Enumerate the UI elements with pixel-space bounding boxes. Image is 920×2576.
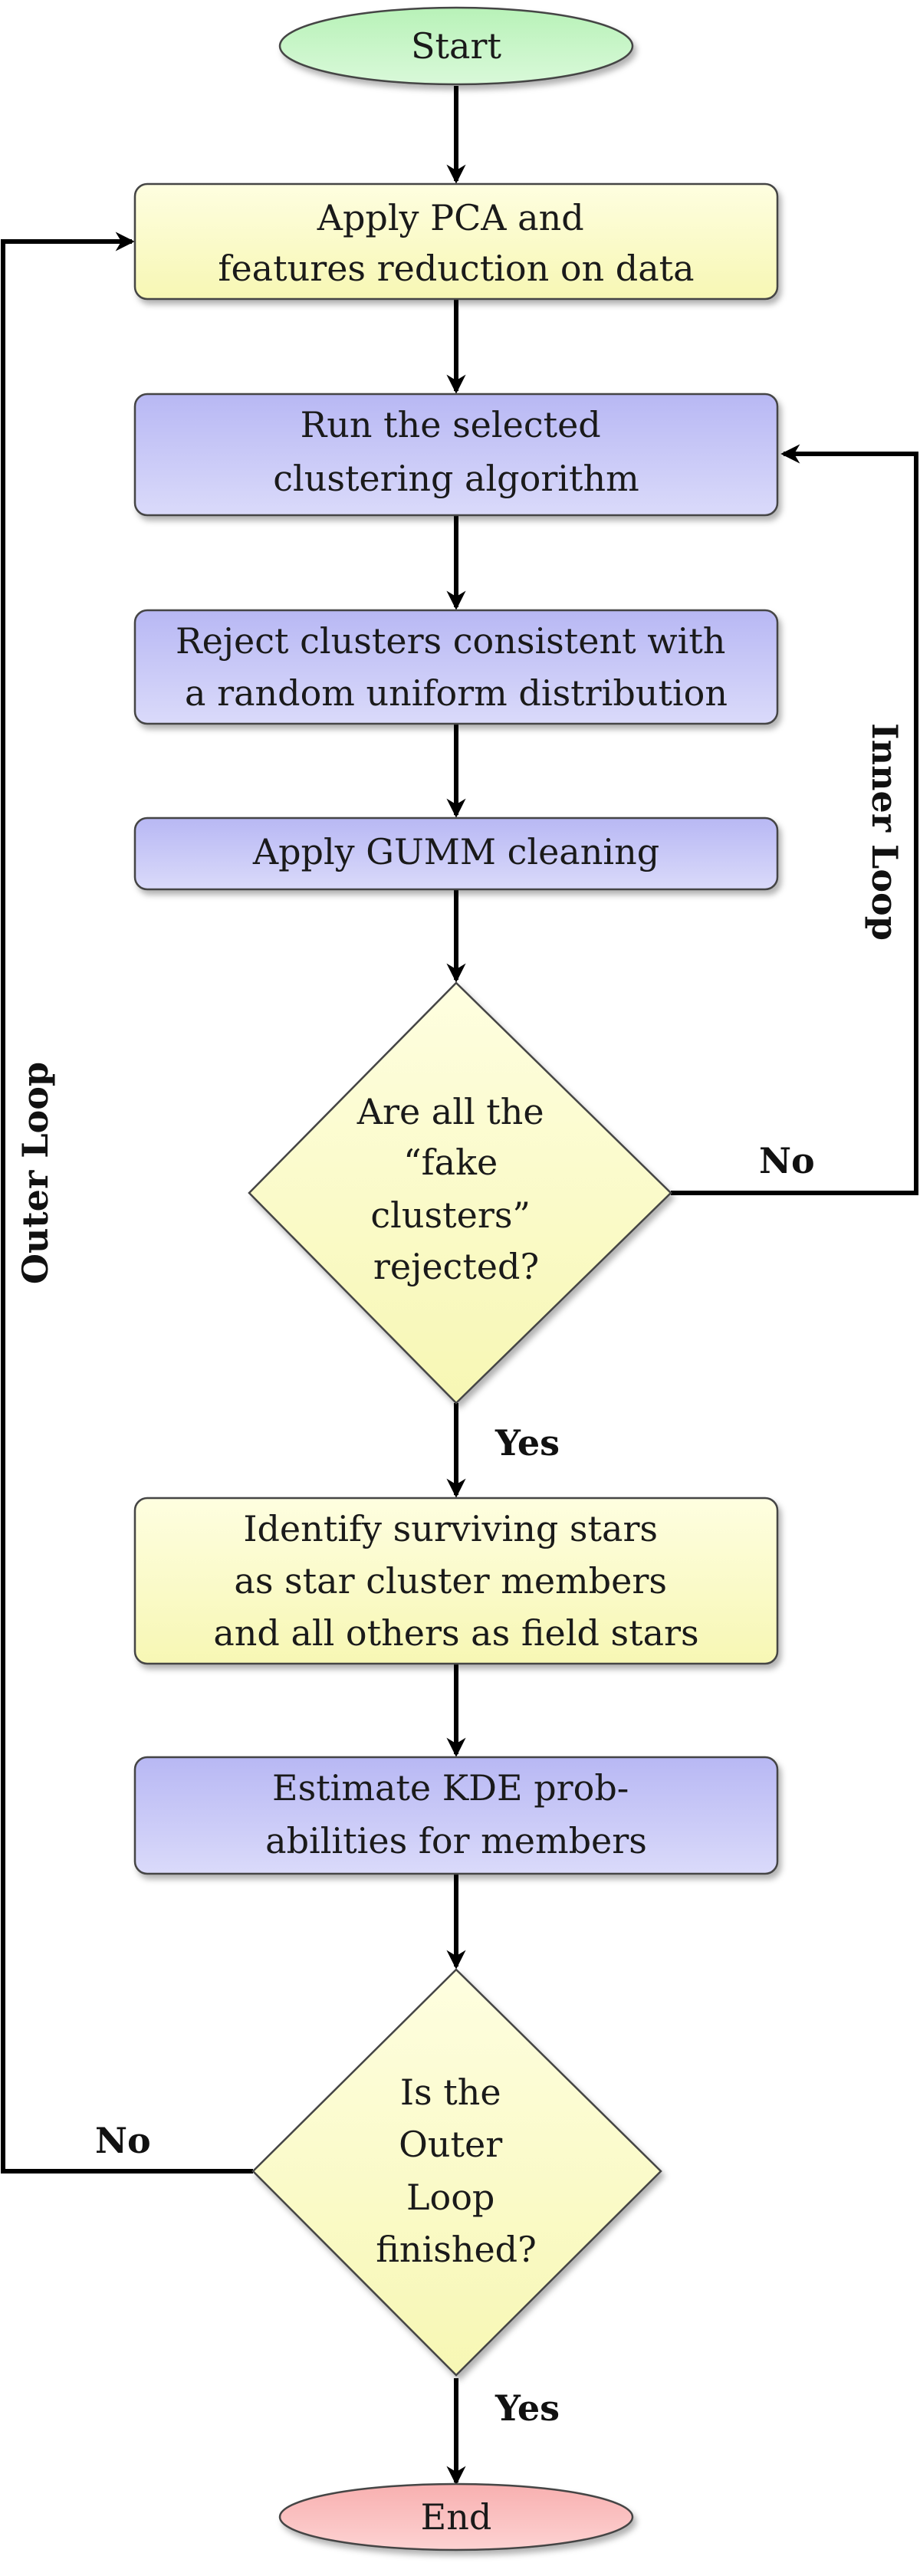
outer-loop-decision-label: Is the Outer Loop finished? — [376, 2072, 537, 2270]
kde-probabilities-label: Estimate KDE prob- abilities for members — [265, 1767, 647, 1861]
fake-no-label: No — [759, 1140, 815, 1181]
outer-no-label: No — [95, 2120, 151, 2161]
identify-members-step — [133, 1497, 779, 1665]
fake-clusters-decision-line: Are all the — [356, 1091, 544, 1132]
end-label: End — [421, 2496, 492, 2538]
fake-clusters-decision — [248, 981, 672, 1405]
start-label-line: Start — [411, 25, 501, 67]
outer-loop-decision — [251, 1968, 662, 2377]
kde-probabilities-step — [133, 1756, 779, 1875]
outer-loop-decision-line: Outer — [399, 2124, 502, 2165]
fake-clusters-decision-line: rejected? — [373, 1246, 539, 1287]
fake-yes-label: Yes — [495, 1422, 560, 1464]
gumm-cleaning-step — [133, 816, 779, 891]
kde-probabilities-label-line: abilities for members — [265, 1820, 647, 1861]
edges — [1, 86, 918, 2486]
pca-label-line: features reduction on data — [218, 248, 694, 289]
identify-members-label-line: as star cluster members — [234, 1560, 667, 1602]
nodes — [133, 6, 779, 2551]
run-clustering-step — [133, 393, 779, 517]
fake-clusters-decision-label: Are all the “fake clusters” rejected? — [356, 1091, 555, 1287]
arrow-decision-no-inner-loop — [671, 444, 918, 1195]
identify-members-label-line: Identify surviving stars — [243, 1508, 658, 1549]
run-clustering-label-line: Run the selected — [301, 404, 601, 445]
outer-yes-label: Yes — [495, 2387, 560, 2429]
outer-loop-decision-line: Is the — [400, 2072, 501, 2113]
gumm-cleaning-label: Apply GUMM cleaning — [252, 831, 659, 872]
outer-loop-decision-line: Loop — [406, 2177, 495, 2218]
pca-label: Apply PCA and features reduction on data — [218, 197, 694, 289]
arrow-outer-no-loop — [1, 232, 253, 2174]
kde-probabilities-label-line: Estimate KDE prob- — [272, 1767, 629, 1809]
outer-loop-label: Outer Loop — [15, 1062, 56, 1284]
fake-clusters-decision-line: clusters” — [370, 1194, 531, 1236]
reject-clusters-label: Reject clusters consistent with a random… — [176, 620, 737, 714]
edge-labels: Yes No Yes No Inner Loop Outer Loop — [15, 723, 905, 2429]
identify-members-label-line: and all others as field stars — [213, 1612, 698, 1654]
outer-loop-decision-line: finished? — [376, 2229, 537, 2270]
node-labels: Start Apply PCA and features reduction o… — [176, 25, 737, 2538]
run-clustering-label: Run the selected clustering algorithm — [273, 404, 639, 499]
pca-step — [133, 182, 779, 301]
reject-clusters-step — [133, 609, 779, 725]
start-terminal — [278, 6, 634, 86]
gumm-cleaning-label-line: Apply GUMM cleaning — [252, 831, 659, 872]
reject-clusters-label-line: Reject clusters consistent with — [176, 620, 726, 662]
start-label: Start — [411, 25, 501, 67]
fake-clusters-decision-line: “fake — [403, 1142, 498, 1183]
end-terminal — [278, 2482, 634, 2551]
inner-loop-label: Inner Loop — [864, 723, 905, 941]
run-clustering-label-line: clustering algorithm — [273, 458, 639, 499]
pca-label-line: Apply PCA and — [317, 197, 584, 238]
end-label-line: End — [421, 2496, 492, 2538]
identify-members-label: Identify surviving stars as star cluster… — [213, 1508, 698, 1654]
reject-clusters-label-line: a random uniform distribution — [185, 672, 728, 714]
